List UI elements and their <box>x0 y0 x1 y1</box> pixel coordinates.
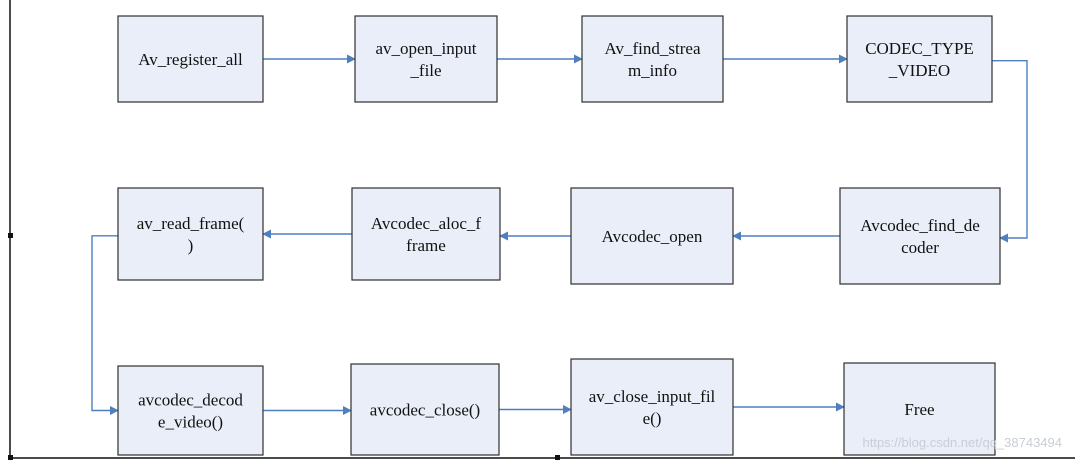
connector-layer <box>91 54 1028 415</box>
node-box-av-close-input-file <box>570 358 734 456</box>
node-avcodec-open: Avcodec_open <box>570 187 734 285</box>
connector-av-read-frame-to-avcodec-decode-video <box>91 235 119 415</box>
node-avcodec-decode-video: avcodec_decod e_video() <box>117 365 264 456</box>
node-label-av-open-input-file-line-1: av_open_input <box>375 39 476 58</box>
node-label-avcodec-close-line-1: avcodec_close() <box>370 401 480 420</box>
node-free: Free <box>843 362 996 456</box>
node-label-av-close-input-file-line-2: e() <box>643 409 662 428</box>
node-label-free-line-1: Free <box>904 400 934 419</box>
node-codec-type-video: CODEC_TYPE _VIDEO <box>846 15 993 103</box>
node-box-free <box>843 362 996 456</box>
node-label-avcodec-alloc-frame-line-2: frame <box>406 236 446 255</box>
node-av-close-input-file: av_close_input_fil e() <box>570 358 734 456</box>
connector-codec-type-video-to-avcodec-find-decoder <box>992 60 1028 243</box>
node-label-avcodec-alloc-frame-line-1: Avcodec_aloc_f <box>371 214 481 233</box>
node-av-find-stream-info: Av_find_strea m_info <box>581 15 724 103</box>
node-label-avcodec-find-decoder-line-1: Avcodec_find_de <box>860 216 980 235</box>
node-box-avcodec-find-decoder <box>839 187 1001 285</box>
node-label-av-open-input-file-line-2: _file <box>409 61 441 80</box>
frame-handle-left-middle <box>8 233 13 238</box>
node-label-av-read-frame-line-1: av_read_frame( <box>137 214 245 233</box>
node-box-av-open-input-file <box>354 15 498 103</box>
node-layer: Av_register_all av_open_input _file Av_find… <box>117 15 1001 456</box>
node-av-open-input-file: av_open_input _file <box>354 15 498 103</box>
node-box-avcodec-open <box>570 187 734 285</box>
node-box-codec-type-video <box>846 15 993 103</box>
node-label-av-find-stream-info-line-1: Av_find_strea <box>605 39 701 58</box>
node-box-av-read-frame <box>117 187 264 281</box>
node-label-av-read-frame-line-2: ) <box>188 236 194 255</box>
node-label-av-register-all-line-1: Av_register_all <box>138 50 243 69</box>
node-label-avcodec-open-line-1: Avcodec_open <box>602 227 703 246</box>
node-label-av-close-input-file-line-1: av_close_input_fil <box>589 387 716 406</box>
watermark: https://blog.csdn.net/qq_38743494 <box>863 435 1063 450</box>
node-box-avcodec-decode-video <box>117 365 264 456</box>
node-av-read-frame: av_read_frame() <box>117 187 264 281</box>
frame-handle-bottom-middle <box>555 455 560 460</box>
node-label-codec-type-video-line-2: _VIDEO <box>888 61 950 80</box>
node-label-avcodec-decode-video-line-2: e_video() <box>158 413 223 432</box>
node-box-avcodec-alloc-frame <box>351 187 501 281</box>
node-avcodec-close: avcodec_close() <box>350 363 500 456</box>
frame-handle-bottom-left <box>8 455 13 460</box>
node-label-av-find-stream-info-line-2: m_info <box>628 61 677 80</box>
node-av-register-all: Av_register_all <box>117 15 264 103</box>
node-box-av-register-all <box>117 15 264 103</box>
node-label-avcodec-find-decoder-line-2: coder <box>901 238 939 257</box>
node-box-avcodec-close <box>350 363 500 456</box>
node-label-avcodec-decode-video-line-1: avcodec_decod <box>138 391 243 410</box>
node-box-av-find-stream-info <box>581 15 724 103</box>
node-label-codec-type-video-line-1: CODEC_TYPE <box>865 39 974 58</box>
